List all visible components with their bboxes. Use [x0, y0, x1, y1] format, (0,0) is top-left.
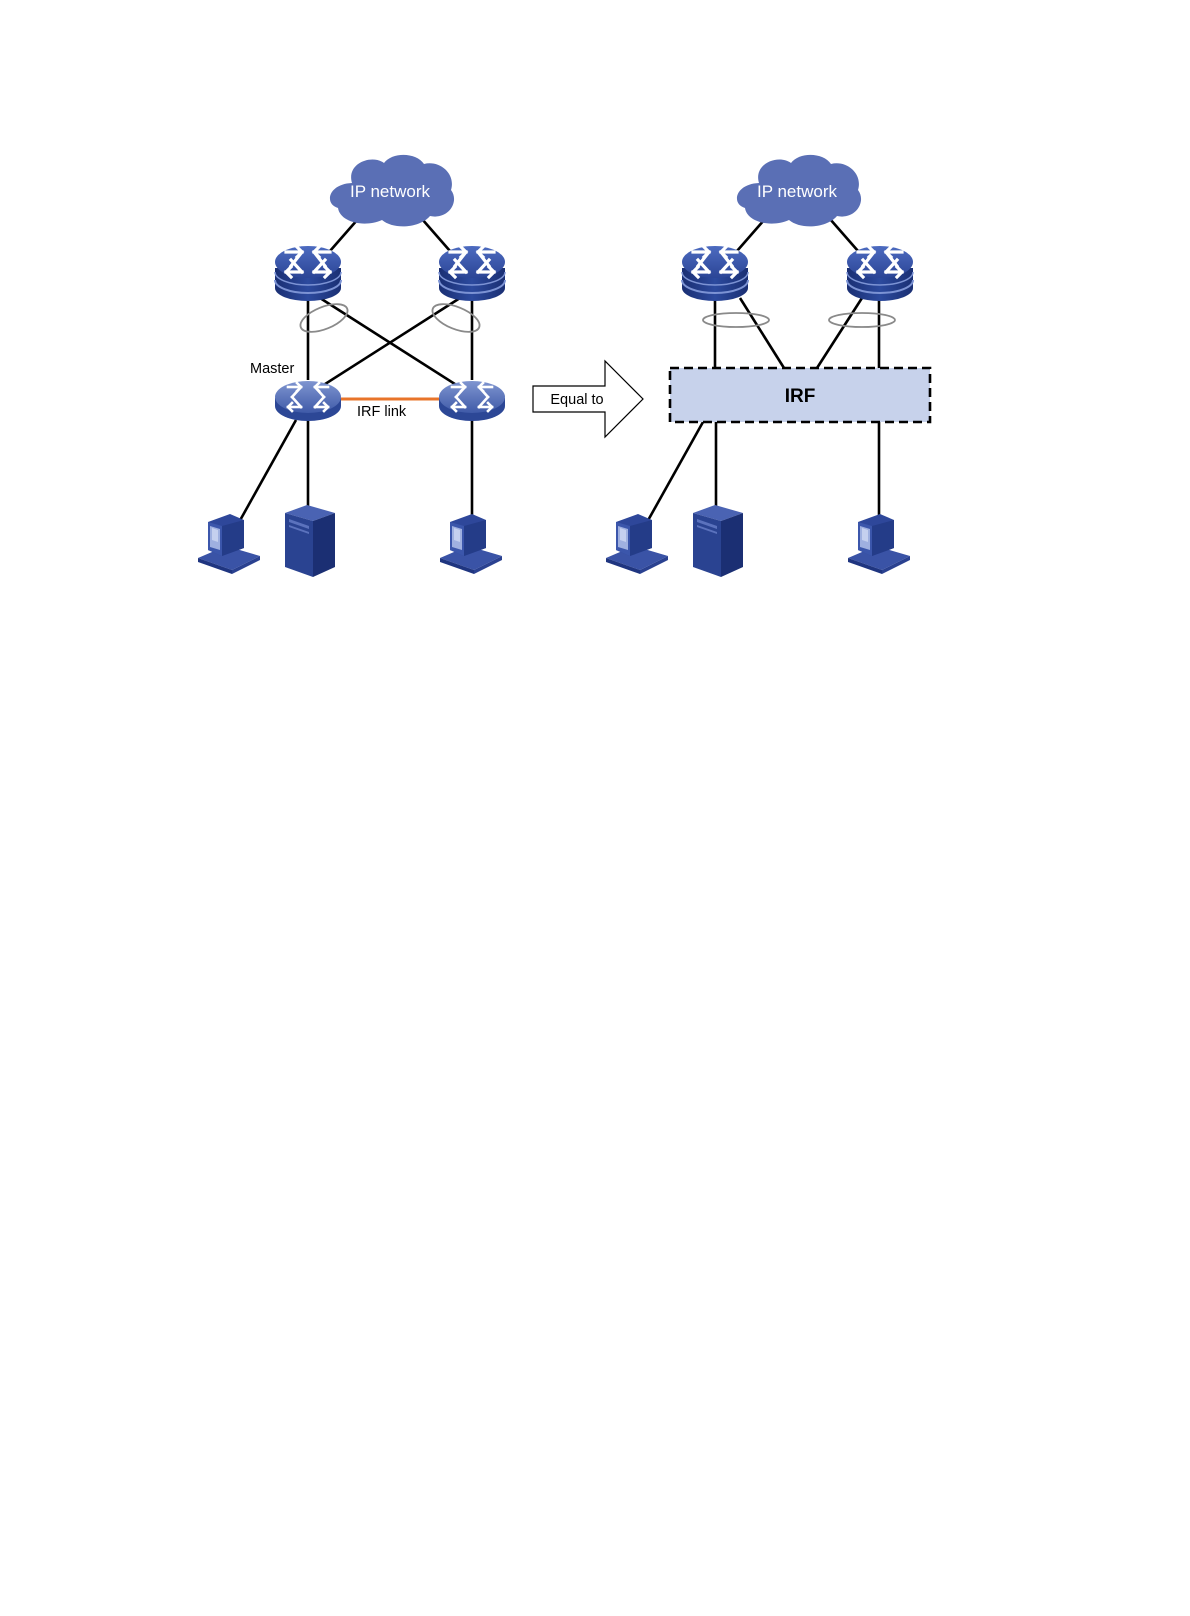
left-topology: IP network Master IRF link [198, 155, 505, 577]
server-icon [693, 505, 743, 577]
cloud-label: IP network [350, 182, 431, 201]
link-cloud-core1 [330, 219, 358, 251]
cloud-label: IP network [757, 182, 838, 201]
core-switch-icon [439, 246, 505, 301]
server-icon [285, 505, 335, 577]
link-acc1-pc [238, 420, 296, 524]
link-cloud-core1 [737, 219, 765, 251]
access-switch-icon [439, 381, 505, 421]
core-switch-icon [275, 246, 341, 301]
core-switch-icon [682, 246, 748, 301]
right-topology: IRF IP network [606, 155, 930, 577]
link-core1-irf-cross [740, 298, 784, 368]
irf-link-label: IRF link [357, 404, 407, 420]
pc-icon [198, 514, 260, 574]
arrow-label: Equal to [550, 392, 603, 408]
aggregation-ring [829, 313, 895, 327]
core-switch-icon [847, 246, 913, 301]
link-cloud-core2 [422, 219, 450, 251]
pc-icon [848, 514, 910, 574]
irf-label: IRF [785, 386, 816, 407]
master-label: Master [250, 361, 294, 377]
pc-icon [606, 514, 668, 574]
aggregation-ring [703, 313, 769, 327]
aggregation-ring [429, 298, 484, 337]
aggregation-ring [297, 298, 352, 337]
access-switch-icon [275, 381, 341, 421]
pc-icon [440, 514, 502, 574]
link-cloud-core2 [830, 219, 858, 251]
link-irf-pc [646, 422, 703, 524]
link-core2-irf-cross [817, 298, 862, 368]
